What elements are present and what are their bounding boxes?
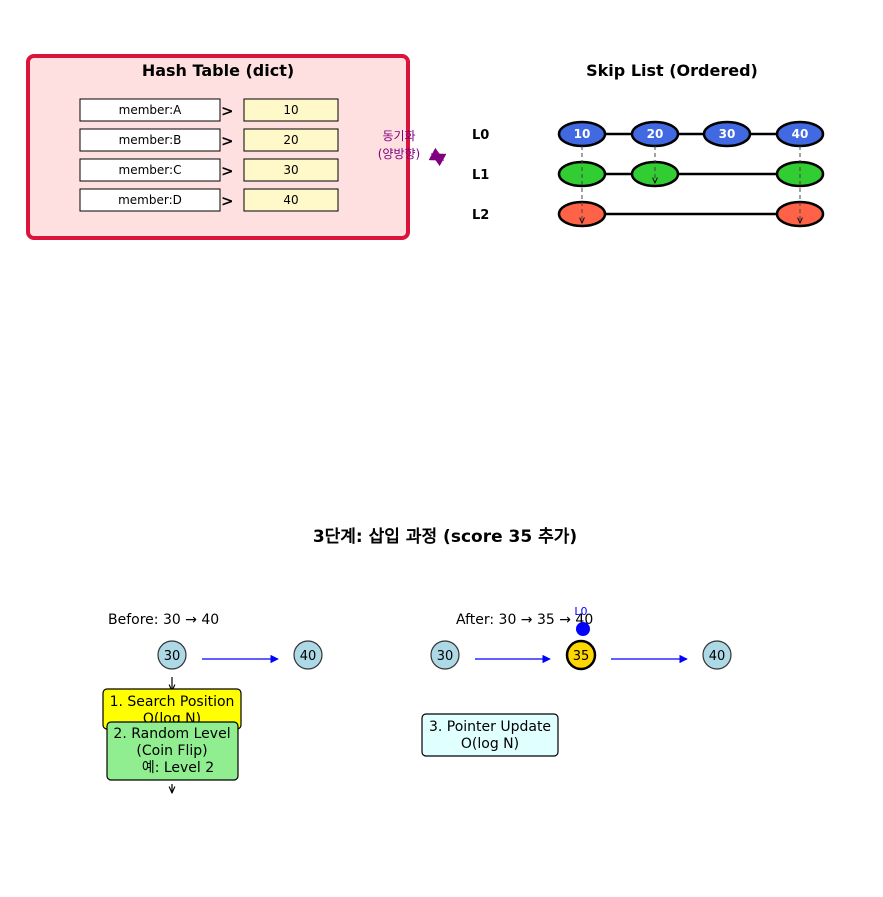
level-label-l0: L0 <box>472 128 489 143</box>
hash-value-label: 30 <box>283 163 298 177</box>
skip-list-title: Skip List (Ordered) <box>586 61 758 80</box>
hash-value-box <box>243 98 339 122</box>
level-label-l2: L2 <box>472 208 489 223</box>
after-label: After: 30 → 35 → 40 <box>456 612 593 628</box>
hash-key-box <box>79 128 221 152</box>
l0-node-label: 10 <box>574 127 591 141</box>
hash-arrow: > <box>221 132 234 150</box>
hash-key-label: member:D <box>118 193 182 207</box>
hash-value-label: 20 <box>283 133 298 147</box>
hash-key-label: member:C <box>119 163 182 177</box>
after-node-30 <box>430 640 460 670</box>
hash-entry-b: member:B > 20 <box>79 128 339 152</box>
hash-arrow: > <box>221 102 234 120</box>
step-3-line1: 3. Pointer Update <box>429 719 551 735</box>
hash-arrow: > <box>221 192 234 210</box>
sync-arrow-icon <box>428 147 447 167</box>
hash-entry-d: member:D > 40 <box>79 188 339 212</box>
before-node-label: 30 <box>164 649 181 664</box>
hash-value-box <box>243 188 339 212</box>
after-level-dot <box>576 622 590 636</box>
hash-entry-c: member:C > 30 <box>79 158 339 182</box>
level-label-l1: L1 <box>472 168 489 183</box>
hash-value-label: 40 <box>283 193 298 207</box>
step-3-box <box>421 713 559 757</box>
hash-key-box <box>79 158 221 182</box>
hash-key-label: member:B <box>119 133 182 147</box>
hash-key-box <box>79 188 221 212</box>
l0-node-label: 20 <box>647 127 664 141</box>
sync-annotation: 동기화 (양방향) <box>378 129 447 167</box>
before-node-30 <box>157 640 187 670</box>
sync-label-line1: 동기화 <box>382 129 415 143</box>
hash-entry-a: member:A > 10 <box>79 98 339 122</box>
step-2-line1: 2. Random Level <box>113 726 230 742</box>
hash-value-box <box>243 128 339 152</box>
insert-title: 3단계: 삽입 과정 (score 35 추가) <box>313 527 577 547</box>
before-node-40 <box>293 640 323 670</box>
after-node-label: 40 <box>709 649 726 664</box>
l0-node-30 <box>702 120 752 148</box>
after-node-label: 30 <box>437 649 454 664</box>
step-2-box <box>106 721 239 781</box>
l0-node-label: 40 <box>792 127 809 141</box>
before-node-label: 40 <box>300 649 317 664</box>
after-node-label: 35 <box>573 649 590 664</box>
after-node-35 <box>565 639 597 671</box>
hash-table: Hash Table (dict) member:A > 10 member:B… <box>26 54 410 240</box>
hash-table-title: Hash Table (dict) <box>142 61 294 80</box>
step-3-line2: O(log N) <box>461 736 519 752</box>
hash-key-box <box>79 98 221 122</box>
after-node-40 <box>702 640 732 670</box>
hash-key-label: member:A <box>119 103 183 117</box>
after-level-tag: L0 <box>574 605 587 618</box>
skip-list: Skip List (Ordered) L0 L1 L2 10 20 30 40 <box>472 61 825 228</box>
hash-value-label: 10 <box>283 103 298 117</box>
step-1-line1: 1. Search Position <box>110 694 235 710</box>
step-2-line3: 예: Level 2 <box>142 760 214 776</box>
hash-arrow: > <box>221 162 234 180</box>
before-label: Before: 30 → 40 <box>108 612 219 628</box>
l0-node-label: 30 <box>719 127 736 141</box>
step-2-line2: (Coin Flip) <box>136 743 207 759</box>
insert-section: 3단계: 삽입 과정 (score 35 추가) Before: 30 → 40… <box>102 527 732 793</box>
sync-label-line2: (양방향) <box>378 147 420 161</box>
hash-value-box <box>243 158 339 182</box>
